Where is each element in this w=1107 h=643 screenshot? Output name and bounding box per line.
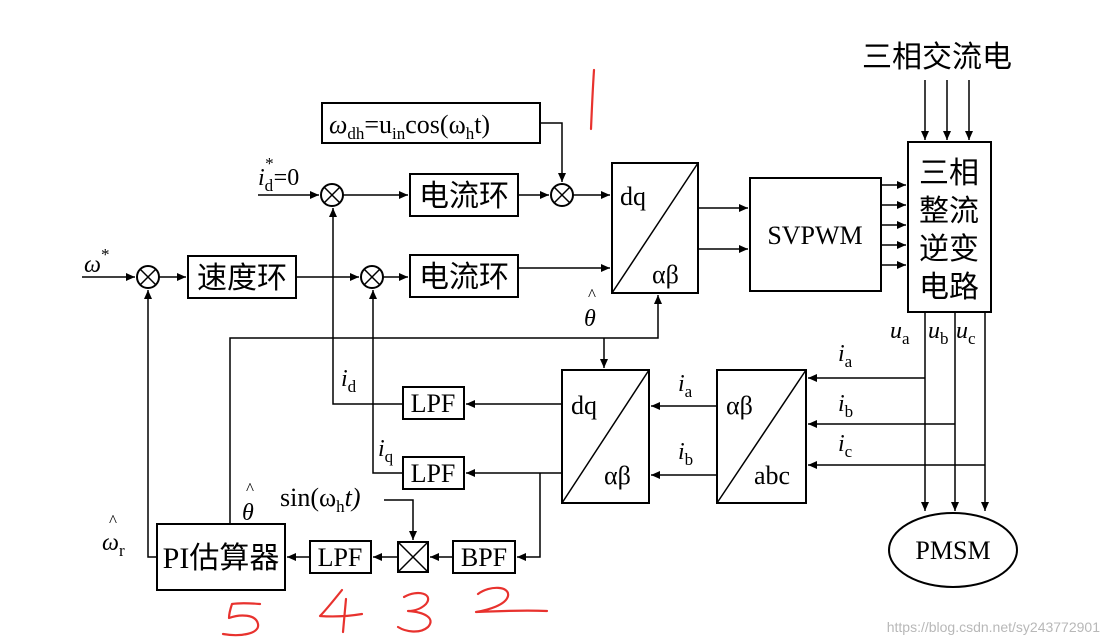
iq-feedback-label: iq <box>378 436 394 466</box>
lpf-bottom-block <box>309 540 372 574</box>
pmsm-label: PMSM <box>915 536 990 565</box>
sin-label: sin(ωht) <box>280 483 361 516</box>
injection-formula: ωdh=uincos(ωht) <box>329 110 490 143</box>
svpwm-label: SVPWM <box>767 221 862 250</box>
pi-estimator-block <box>156 523 286 591</box>
sum-junction-id <box>320 183 344 207</box>
park-ab: αβ <box>604 461 631 490</box>
svg-text:^: ^ <box>246 479 254 498</box>
watermark: https://blog.csdn.net/sy243772901 <box>887 619 1100 635</box>
bpf-label: BPF <box>461 543 507 572</box>
theta-hat-bottom: ^ θ <box>242 479 254 526</box>
ub-label: ub <box>928 318 949 348</box>
omega-ref-label: ω* <box>84 245 109 278</box>
ib-sense-label: ib <box>838 391 853 421</box>
injection-signal-box <box>321 102 541 144</box>
inverse-park-diagonal <box>611 162 699 294</box>
lpf-q-label: LPF <box>411 459 456 488</box>
lpf-bottom-label: LPF <box>318 543 363 572</box>
clarke-diagonal <box>716 369 807 504</box>
sum-junction-speed <box>136 265 160 289</box>
annotation-1 <box>589 68 596 131</box>
svg-text:θ: θ <box>242 500 254 526</box>
svg-text:θ: θ <box>584 306 596 332</box>
theta-hat-top: ^ θ <box>584 285 596 332</box>
ua-label: ua <box>890 318 910 348</box>
id-ref-label: id*=0 <box>258 154 299 195</box>
speed-loop-block <box>187 255 297 299</box>
ia-clarke-label: ia <box>678 371 693 401</box>
inverse-park-dq: dq <box>620 182 646 211</box>
clarke-abc: abc <box>754 461 790 490</box>
uc-label: uc <box>956 318 976 348</box>
pmsm-motor <box>888 512 1018 588</box>
pi-estimator-label: PI估算器 <box>163 542 280 575</box>
clarke-ab: αβ <box>726 391 753 420</box>
multiplier-cross-2 <box>397 541 429 573</box>
sum-junction-injection <box>550 183 574 207</box>
current-loop-d-label: 电流环 <box>419 180 509 213</box>
inverter-line-2: 整流 <box>919 195 979 228</box>
ia-sense-label: ia <box>838 341 853 371</box>
park-dq: dq <box>571 391 597 420</box>
annotation-3 <box>396 591 432 633</box>
lpf-d-block <box>402 386 465 420</box>
annotation-5 <box>221 602 262 637</box>
svpwm-block <box>749 177 882 292</box>
id-feedback-label: id <box>341 366 357 396</box>
supply-label: 三相交流电 <box>862 41 1012 74</box>
annotation-2 <box>474 586 549 614</box>
connection-lines <box>82 80 989 561</box>
current-loop-d-block <box>409 173 519 217</box>
sum-junction-iq <box>360 265 384 289</box>
omega-r-hat-label: ^ ωr <box>102 511 125 560</box>
lpf-q-block <box>402 456 465 490</box>
svg-text:^: ^ <box>588 285 596 304</box>
speed-loop-label: 速度环 <box>197 262 287 295</box>
svg-text:ωr: ωr <box>102 530 125 560</box>
bpf-block <box>452 540 516 574</box>
current-loop-q-label: 电流环 <box>419 261 509 294</box>
annotation-4 <box>318 588 364 634</box>
park-diagonal <box>561 369 650 504</box>
inverter-block <box>907 141 992 313</box>
ib-clarke-label: ib <box>678 439 693 469</box>
inverse-park-ab: αβ <box>652 260 679 289</box>
inverter-line-4: 电路 <box>919 271 979 304</box>
svg-text:^: ^ <box>109 511 117 530</box>
inverter-line-1: 三相 <box>919 157 979 190</box>
lpf-d-label: LPF <box>411 389 456 418</box>
ic-sense-label: ic <box>838 431 853 461</box>
inverter-line-3: 逆变 <box>919 233 979 266</box>
current-loop-q-block <box>409 254 519 298</box>
